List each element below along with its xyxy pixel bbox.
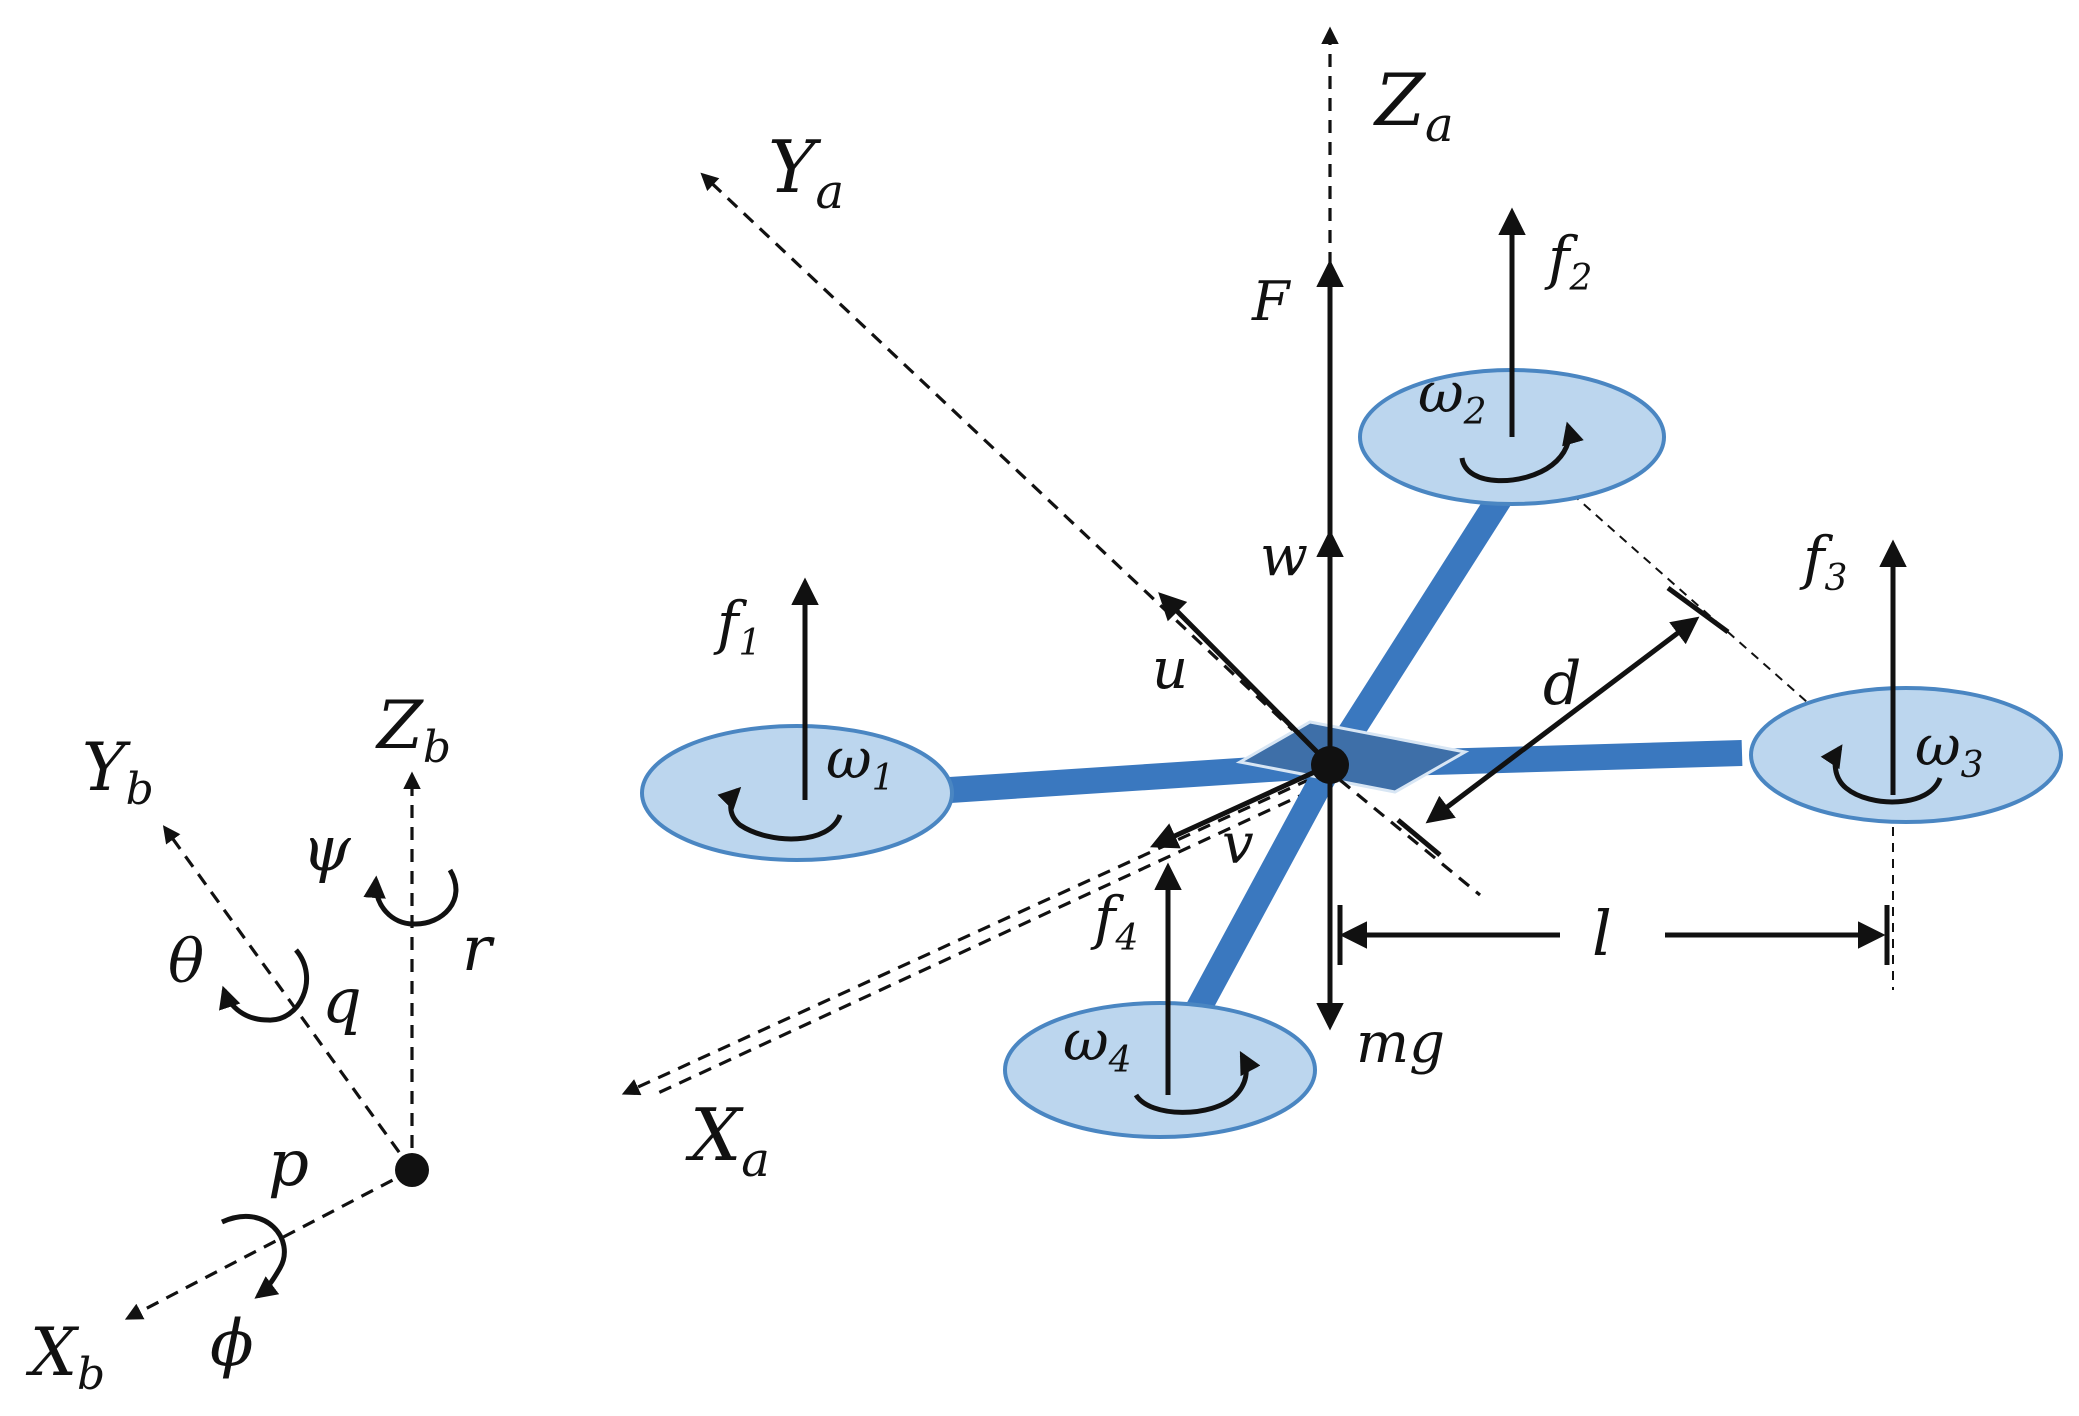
d-label: d: [1543, 649, 1581, 719]
xb-label: Xb: [25, 1314, 105, 1400]
omega-1-label: ω1: [826, 727, 895, 799]
body-origin: [395, 1153, 429, 1187]
f3-label: f3: [1799, 524, 1847, 599]
f1-label: f1: [713, 589, 761, 664]
u-label: u: [1152, 637, 1188, 702]
rotor-4: ω4: [1003, 1001, 1317, 1139]
zb-label: Zb: [375, 687, 451, 773]
xa-label: Xa: [685, 1093, 770, 1188]
body-frame: Xb Yb Zb ϕ p θ q ψ r: [25, 687, 495, 1400]
l-label: l: [1592, 897, 1612, 970]
quad-center: [1311, 746, 1349, 784]
ya-label: Ya: [768, 125, 844, 220]
quadrotor-frame: [949, 483, 1743, 1022]
p-label: p: [268, 1127, 309, 1201]
d-guide-line-lower: [1338, 778, 1482, 897]
r-label: r: [462, 912, 495, 985]
yb-label: Yb: [82, 729, 154, 815]
d-tick-lower: [1396, 818, 1442, 857]
F-label: F: [1251, 270, 1292, 333]
arm-1: [949, 752, 1331, 803]
v-arrow: [1149, 762, 1332, 849]
f4-label: f4: [1090, 884, 1138, 959]
d-arrow: [1425, 616, 1700, 824]
rotor-1: ω1: [640, 724, 954, 862]
spin-arrow-4: [1133, 1051, 1261, 1115]
frame-a: Xa Ya Za: [621, 26, 1454, 1188]
xa-axis-parallel: [657, 780, 1331, 1095]
q-rotation-icon: [219, 948, 309, 1023]
theta-label: θ: [168, 927, 204, 997]
mg-label: mg: [1356, 1011, 1445, 1076]
arm-4: [1183, 758, 1342, 1022]
yb-axis: [162, 825, 414, 1171]
spin-arrow-2: [1459, 421, 1584, 484]
p-rotation-icon: [220, 1214, 287, 1299]
d-tick-upper: [1666, 585, 1730, 635]
f2-label: f2: [1544, 224, 1592, 299]
rotor-3: ω3: [1749, 686, 2063, 824]
quad-labels: f1 f2 f3 f4 F w u v mg d l: [713, 224, 1847, 1076]
omega-3-label: ω3: [1915, 714, 1984, 786]
phi-label: ϕ: [210, 1307, 254, 1381]
arm-2: [1319, 483, 1516, 772]
spin-arrow-3: [1820, 744, 1943, 805]
w-label: w: [1260, 524, 1308, 589]
q-label: q: [322, 964, 362, 1037]
omega-2-label: ω2: [1418, 361, 1487, 433]
xa-axis: [621, 768, 1331, 1096]
force-arrows: [791, 207, 1907, 1095]
xb-axis: [124, 1168, 413, 1320]
ya-axis: [700, 172, 1332, 767]
u-arrow: [1158, 592, 1332, 767]
omega-4-label: ω4: [1063, 1009, 1132, 1081]
psi-label: ψ: [302, 812, 352, 885]
za-label: Za: [1373, 58, 1454, 153]
spin-arrow-1: [717, 786, 843, 842]
v-label: v: [1222, 812, 1254, 877]
r-rotation-icon: [363, 868, 459, 927]
